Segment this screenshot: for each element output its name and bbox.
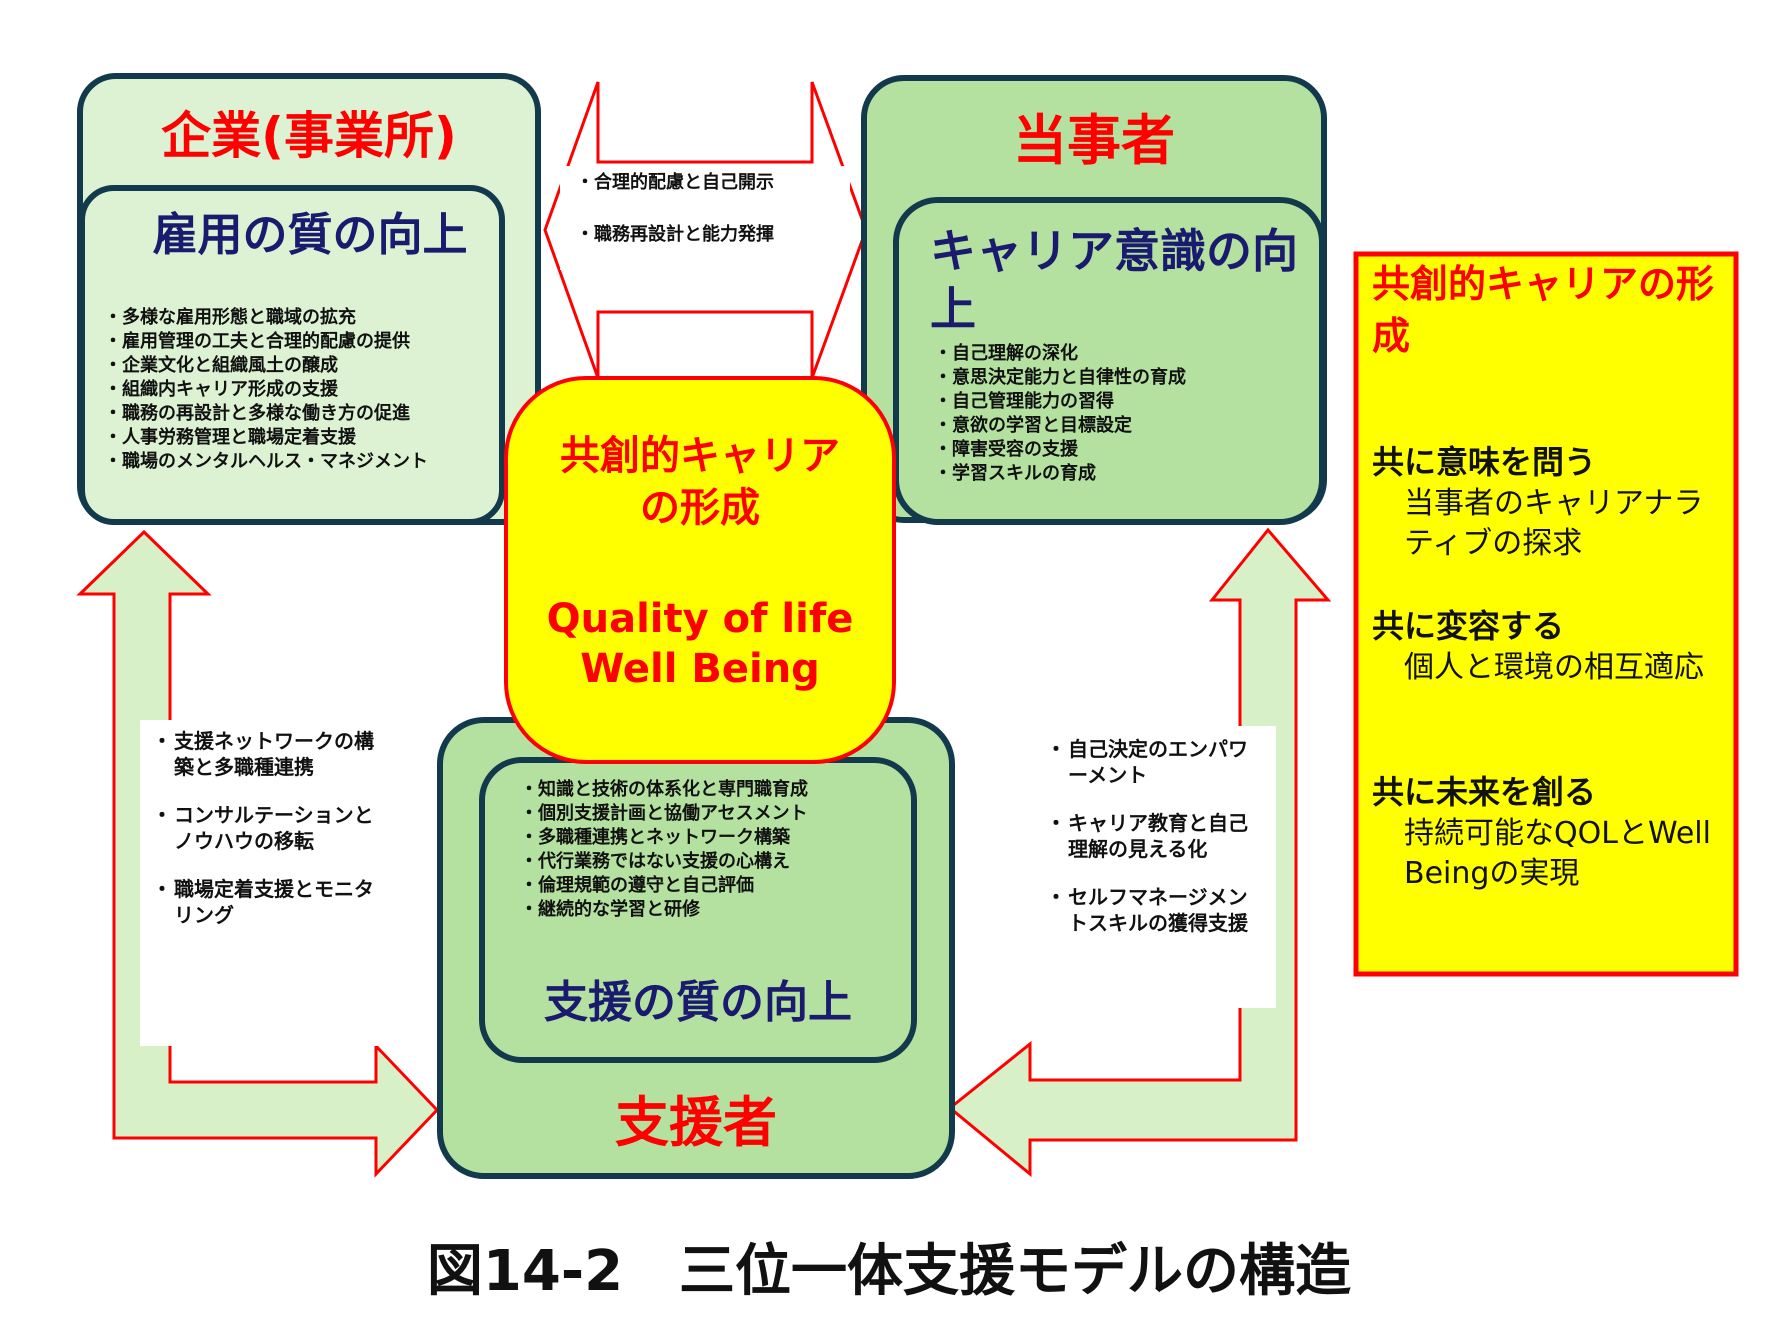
shiensha-item: 代行業務ではない支援の心構え <box>520 850 900 874</box>
kigyo-item: 人事労務管理と職場定着支援 <box>104 426 496 450</box>
left-arrow-item: コンサルテーションとノウハウの移転 <box>152 802 386 854</box>
side-panel-heading: 共に意味を問う <box>1372 443 1597 481</box>
right-arrow-item: セルフマネージメントスキルの獲得支援 <box>1046 884 1264 936</box>
kigyo-item: 企業文化と組織風土の醸成 <box>104 354 496 378</box>
tojisha-title: 当事者 <box>1013 109 1175 172</box>
tojisha-item: 意欲の学習と目標設定 <box>934 414 1294 438</box>
kigyo-item: 職務の再設計と多様な働き方の促進 <box>104 402 496 426</box>
shiensha-item: 知識と技術の体系化と専門職育成 <box>520 778 900 802</box>
kigyo-inner-title: 雇用の質の向上 <box>152 208 468 261</box>
center-text: 共創的キャリア の形成 Quality of life Well Being <box>506 430 894 694</box>
shiensha-title: 支援者 <box>615 1091 777 1154</box>
shiensha-item: 倫理規範の遵守と自己評価 <box>520 874 900 898</box>
center-line-1: 共創的キャリア <box>560 433 840 479</box>
shiensha-item: 多職種連携とネットワーク構築 <box>520 826 900 850</box>
side-panel-heading: 共に未来を創る <box>1372 773 1597 811</box>
shiensha-item: 継続的な学習と研修 <box>520 898 900 922</box>
side-panel-body: 当事者のキャリアナラティブの探求 <box>1404 486 1704 561</box>
side-panel-body: 個人と環境の相互適応 <box>1404 650 1704 685</box>
right-arrow-item: キャリア教育と自己理解の見える化 <box>1046 810 1264 862</box>
shiensha-inner-title: 支援の質の向上 <box>544 977 852 1028</box>
tojisha-item: 自己管理能力の習得 <box>934 390 1294 414</box>
side-panel-section: 共に意味を問う 当事者のキャリアナラティブの探求 <box>1372 440 1722 564</box>
kigyo-title: 企業(事業所) <box>161 107 457 165</box>
kigyo-item: 多様な雇用形態と職域の拡充 <box>104 306 496 330</box>
side-panel-box <box>1353 251 1739 977</box>
kigyo-item: 職場のメンタルヘルス・マネジメント <box>104 450 496 474</box>
side-panel-section: 共に未来を創る 持続可能なQOLとWell Beingの実現 <box>1372 770 1722 894</box>
side-panel-heading: 共に変容する <box>1372 607 1565 645</box>
center-line-2: の形成 <box>640 485 760 531</box>
figure-caption: 図14-2 三位一体支援モデルの構造 <box>426 1239 1352 1304</box>
left-arrow-list: 支援ネットワークの構築と多職種連携 コンサルテーションとノウハウの移転 職場定着… <box>152 728 386 950</box>
tojisha-item: 障害受容の支援 <box>934 438 1294 462</box>
tojisha-inner-title: キャリア意識の向上 <box>930 224 1298 336</box>
side-panel-title: 共創的キャリアの形成 <box>1372 262 1715 358</box>
tojisha-item: 意思決定能力と自律性の育成 <box>934 366 1294 390</box>
kigyo-item-list: 多様な雇用形態と職域の拡充 雇用管理の工夫と合理的配慮の提供 企業文化と組織風土… <box>104 306 496 474</box>
center-line-4: Well Being <box>580 646 820 692</box>
kigyo-item: 組織内キャリア形成の支援 <box>104 378 496 402</box>
top-arrow-list: 合理的配慮と自己開示 職務再設計と能力発揮 <box>576 170 846 248</box>
kigyo-item: 雇用管理の工夫と合理的配慮の提供 <box>104 330 496 354</box>
top-arrow-item: 職務再設計と能力発揮 <box>576 222 846 248</box>
tojisha-item: 自己理解の深化 <box>934 342 1294 366</box>
left-arrow-item: 職場定着支援とモニタリング <box>152 876 386 928</box>
side-panel-body: 持続可能なQOLとWell Beingの実現 <box>1404 816 1711 891</box>
shiensha-item-list: 知識と技術の体系化と専門職育成 個別支援計画と協働アセスメント 多職種連携とネッ… <box>520 778 900 922</box>
top-arrow-item: 合理的配慮と自己開示 <box>576 170 846 196</box>
tojisha-item: 学習スキルの育成 <box>934 462 1294 486</box>
tojisha-item-list: 自己理解の深化 意思決定能力と自律性の育成 自己管理能力の習得 意欲の学習と目標… <box>934 342 1294 486</box>
center-line-3: Quality of life <box>546 596 854 642</box>
center-box <box>504 376 896 764</box>
right-arrow-list: 自己決定のエンパワーメント キャリア教育と自己理解の見える化 セルフマネージメン… <box>1046 736 1264 958</box>
left-arrow-item: 支援ネットワークの構築と多職種連携 <box>152 728 386 780</box>
right-arrow-item: 自己決定のエンパワーメント <box>1046 736 1264 788</box>
shiensha-item: 個別支援計画と協働アセスメント <box>520 802 900 826</box>
side-panel-section: 共に変容する 個人と環境の相互適応 <box>1372 604 1722 688</box>
